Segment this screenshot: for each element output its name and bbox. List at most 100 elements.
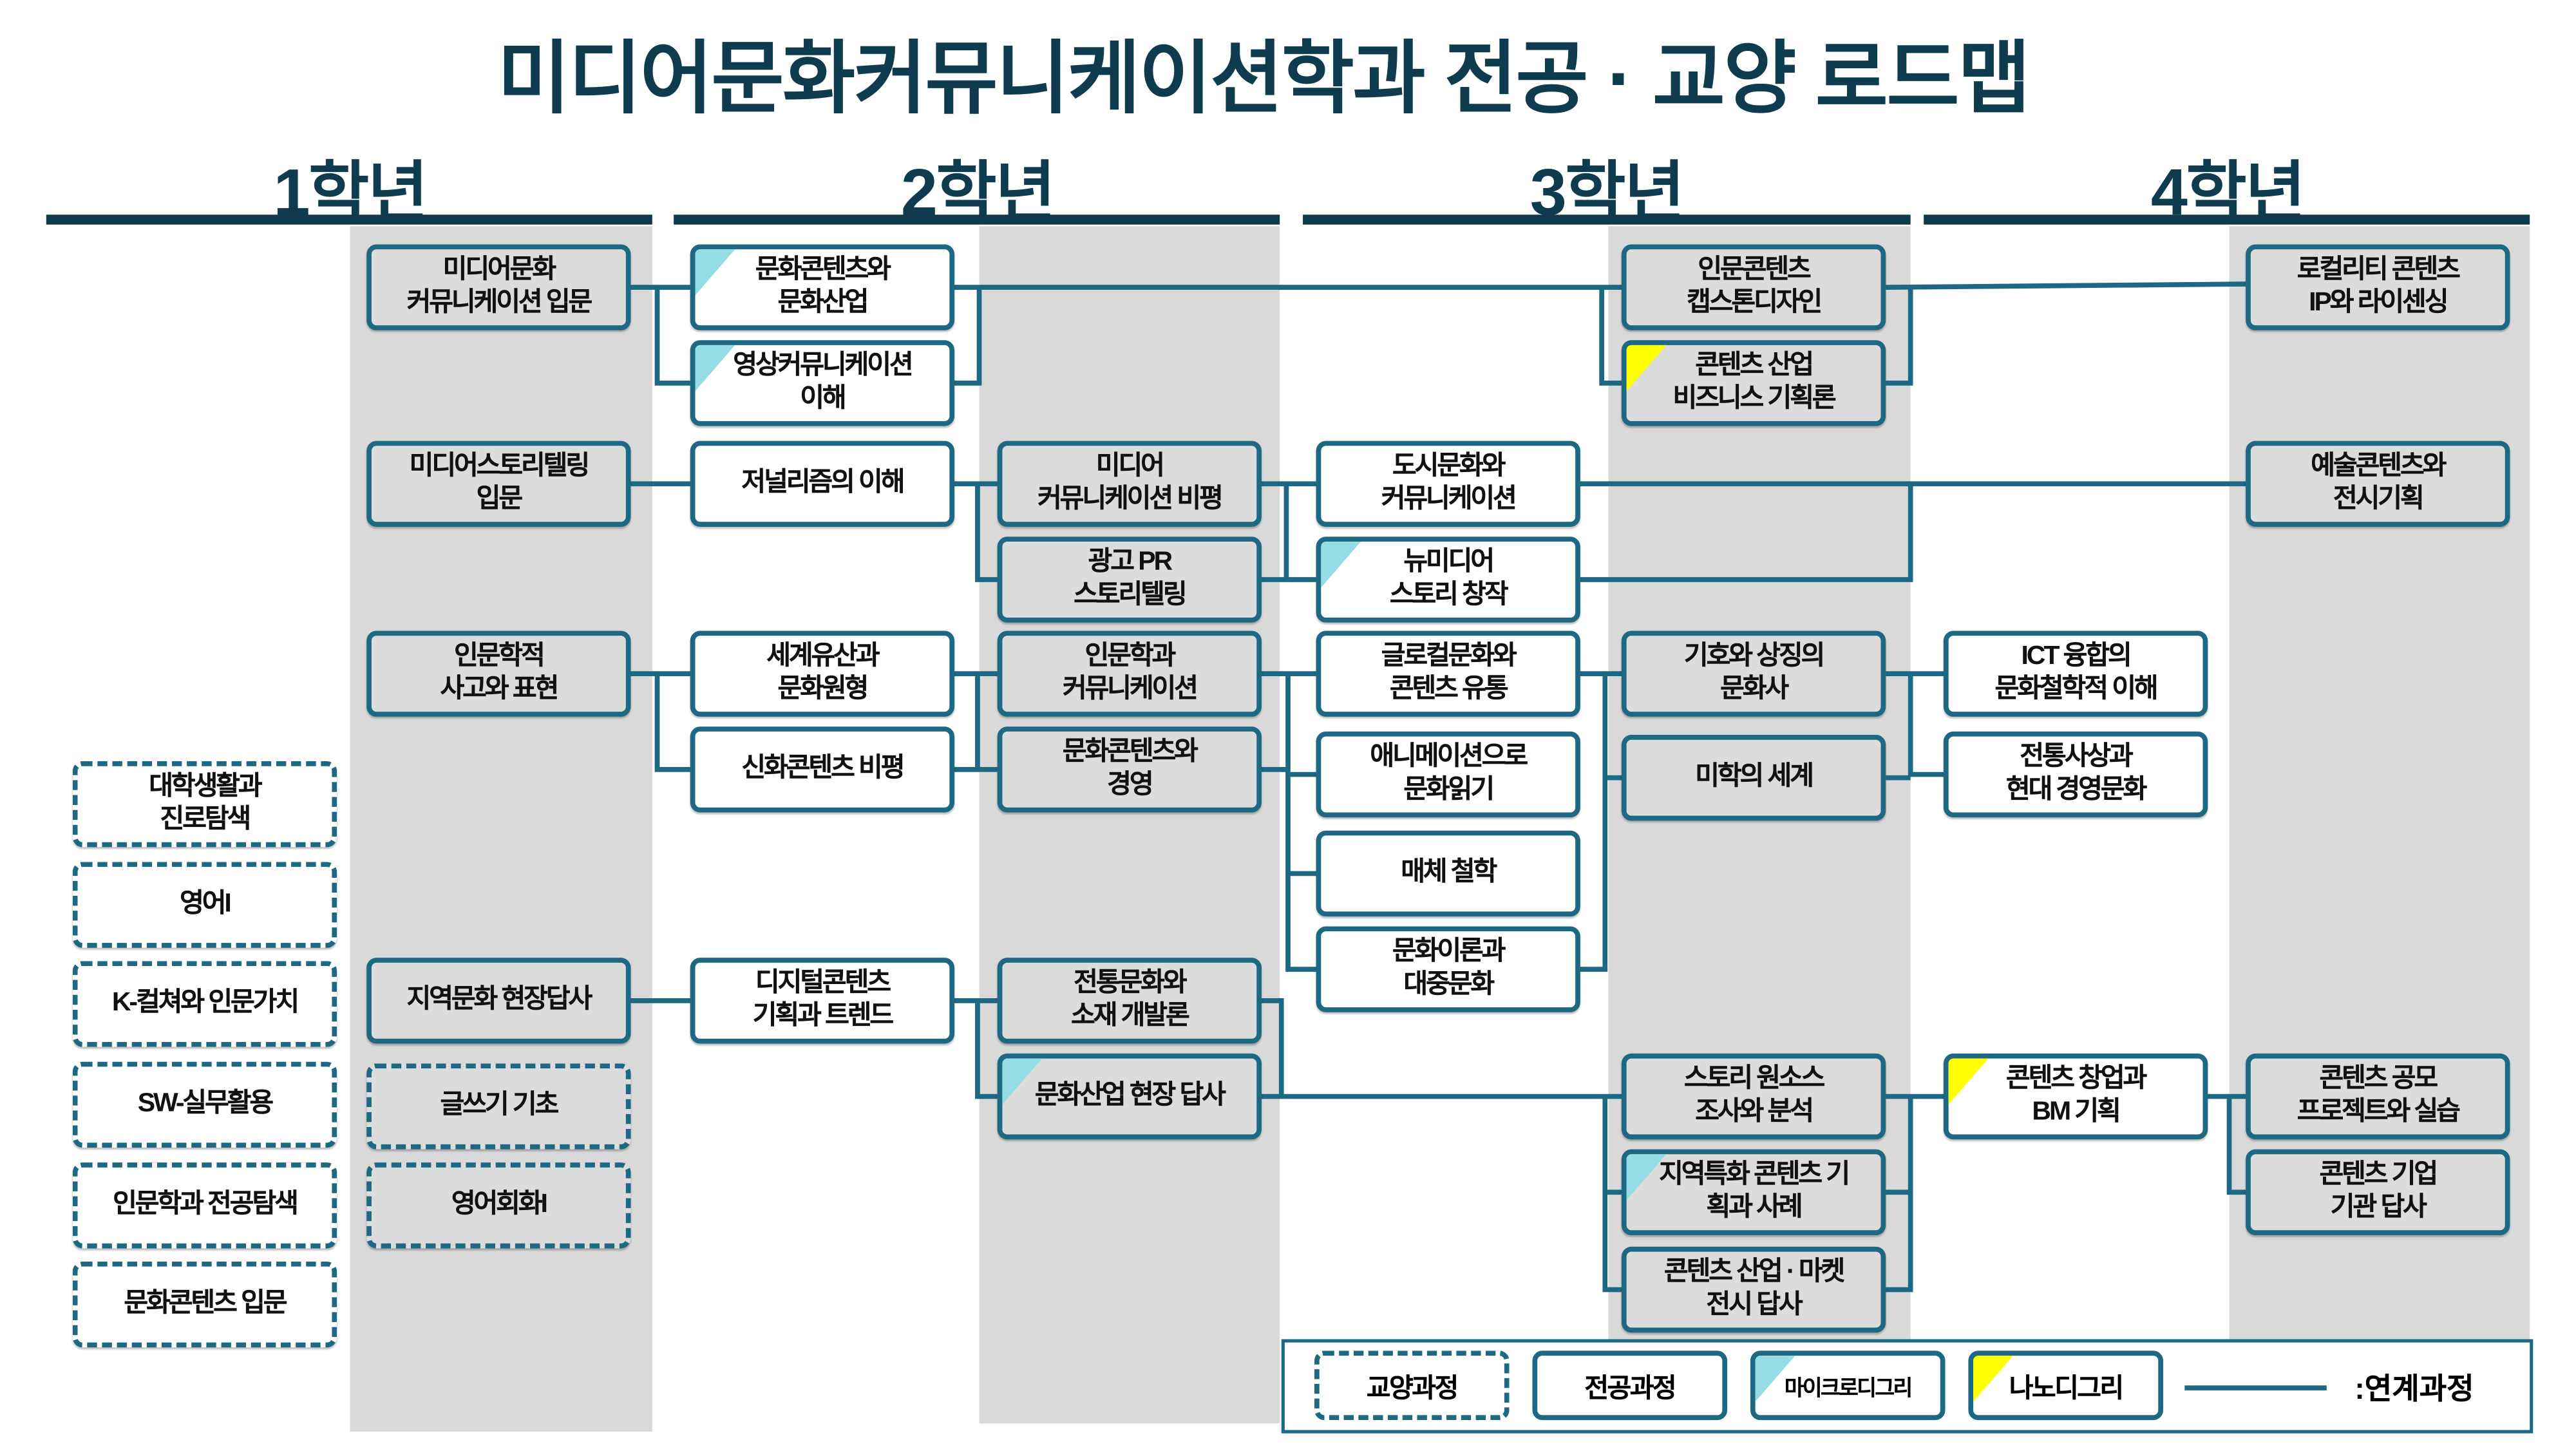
legend-linked-label: :연계과정 xyxy=(2354,1372,2474,1406)
major-course-box: 미학의 세계 xyxy=(1621,735,1886,821)
major-course-box: 미디어문화 커뮤니케이션 입문 xyxy=(366,244,631,330)
course-label: 영어I xyxy=(180,890,232,918)
course-label: 글로컬문화와 콘텐츠 유통 xyxy=(1381,642,1517,704)
course-label: 예술콘텐츠와 전시기획 xyxy=(2311,452,2447,514)
nano-degree-marker-icon xyxy=(1948,1058,1990,1106)
major-course-box: 지역특화 콘텐츠 기 획과 사례 xyxy=(1621,1149,1886,1235)
course-label: 저널리즘의 이해 xyxy=(741,469,905,497)
major-course-box: 저널리즘의 이해 xyxy=(690,440,955,527)
major-course-box: 문화산업 현장 답사 xyxy=(997,1053,1262,1140)
major-course-box: 예술콘텐츠와 전시기획 xyxy=(2246,440,2510,527)
course-label: 지역특화 콘텐츠 기 획과 사례 xyxy=(1659,1160,1850,1222)
course-label: 미디어스토리텔링 입문 xyxy=(409,452,590,514)
legend-link-line xyxy=(2184,1385,2327,1390)
year-1-divider xyxy=(46,214,652,225)
connector-line xyxy=(1886,1096,1913,1293)
course-label: 콘텐츠 산업 · 마켓 전시 답사 xyxy=(1663,1258,1845,1320)
general-course-box: 대학생활과 진로탐색 xyxy=(72,761,337,848)
course-label: 도시문화와 커뮤니케이션 xyxy=(1381,452,1517,514)
course-label: 콘텐츠 기업 기관 답사 xyxy=(2319,1160,2438,1222)
course-label: 콘텐츠 공모 프로젝트와 실습 xyxy=(2297,1065,2461,1126)
major-course-box: 인문콘텐츠 캡스톤디자인 xyxy=(1621,244,1886,330)
connector-line xyxy=(1580,484,1913,582)
major-course-box: 콘텐츠 공모 프로젝트와 실습 xyxy=(2246,1053,2510,1140)
general-course-box: K-컬쳐와 인문가치 xyxy=(72,961,337,1047)
connector-line xyxy=(1886,287,1913,386)
micro-degree-marker-icon xyxy=(1321,542,1363,590)
major-course-box: 전통문화와 소재 개발론 xyxy=(997,958,1262,1044)
major-course-box: ICT 융합의 문화철학적 이해 xyxy=(1943,630,2208,717)
course-label: 디지털콘텐츠 기획과 트렌드 xyxy=(752,969,894,1030)
connector-line xyxy=(1580,674,1608,972)
course-label: 세계유산과 문화원형 xyxy=(766,642,880,704)
nano-degree-marker-icon xyxy=(1626,345,1668,393)
major-course-box: 도시문화와 커뮤니케이션 xyxy=(1316,440,1580,527)
course-label: 영어회화I xyxy=(451,1190,548,1219)
major-course-box: 인문학적 사고와 표현 xyxy=(366,630,631,717)
major-course-box: 글로컬문화와 콘텐츠 유통 xyxy=(1316,630,1580,717)
legend-general-label: 교양과정 xyxy=(1366,1375,1459,1404)
major-course-box: 세계유산과 문화원형 xyxy=(690,630,955,717)
major-course-box: 영상커뮤니케이션 이해 xyxy=(690,340,955,426)
major-course-box: 뉴미디어 스토리 창작 xyxy=(1316,536,1580,623)
course-label: 미학의 세계 xyxy=(1695,762,1814,791)
micro-degree-marker-icon xyxy=(695,345,737,393)
course-label: 문화산업 현장 답사 xyxy=(1034,1081,1226,1110)
connector-line xyxy=(954,287,982,386)
course-label: 인문학적 사고와 표현 xyxy=(440,642,559,704)
course-label: 스토리 원소스 조사와 분석 xyxy=(1683,1065,1825,1126)
major-course-box: 콘텐츠 창업과 BM 기획 xyxy=(1943,1053,2208,1140)
major-course-box: 콘텐츠 기업 기관 답사 xyxy=(2246,1149,2510,1235)
connector-line xyxy=(1886,281,2246,290)
major-course-box: 디지털콘텐츠 기획과 트렌드 xyxy=(690,958,955,1044)
major-course-box: 광고 PR 스토리텔링 xyxy=(997,536,1262,623)
course-label: K-컬쳐와 인문가치 xyxy=(111,989,299,1018)
major-course-box: 콘텐츠 산업 · 마켓 전시 답사 xyxy=(1621,1246,1886,1333)
course-label: 문화콘텐츠 입문 xyxy=(124,1289,287,1318)
connector-line xyxy=(1261,998,1284,1097)
major-course-box: 인문학과 커뮤니케이션 xyxy=(997,630,1262,717)
major-course-box: 로컬리티 콘텐츠 IP와 라이센싱 xyxy=(2246,244,2510,330)
major-course-box: 미디어스토리텔링 입문 xyxy=(366,440,631,527)
course-label: 지역문화 현장답사 xyxy=(406,985,593,1014)
course-label: ICT 융합의 문화철학적 이해 xyxy=(1994,642,2159,704)
connector-line xyxy=(1908,674,1944,777)
course-label: 광고 PR 스토리텔링 xyxy=(1074,548,1187,610)
course-label: 대학생활과 진로탐색 xyxy=(149,772,262,834)
major-course-box: 미디어 커뮤니케이션 비평 xyxy=(997,440,1262,527)
course-label: 콘텐츠 창업과 BM 기획 xyxy=(2005,1065,2147,1126)
course-label: 콘텐츠 산업 비즈니스 기획론 xyxy=(1672,352,1837,413)
legend-micro-label: 마이크로디그리 xyxy=(1784,1374,1913,1400)
major-course-box: 스토리 원소스 조사와 분석 xyxy=(1621,1053,1886,1140)
major-course-box: 문화이론과 대중문화 xyxy=(1316,926,1580,1012)
legend-nano: 나노디그리 xyxy=(1968,1350,2163,1421)
major-course-box: 신화콘텐츠 비평 xyxy=(690,726,955,813)
course-label: 전통사상과 현대 경영문화 xyxy=(2005,743,2147,804)
course-label: 인문학과 커뮤니케이션 xyxy=(1062,642,1198,704)
course-label: 로컬리티 콘텐츠 IP와 라이센싱 xyxy=(2297,256,2461,317)
general-course-box: 영어회화I xyxy=(366,1162,631,1249)
major-course-box: 문화콘텐츠와 문화산업 xyxy=(690,244,955,330)
major-course-box: 문화콘텐츠와 경영 xyxy=(997,726,1262,813)
legend-major: 전공과정 xyxy=(1532,1350,1728,1421)
legend-major-label: 전공과정 xyxy=(1584,1375,1676,1404)
year2-column-bg xyxy=(979,226,1280,1424)
connector-line xyxy=(1285,674,1316,972)
connector-line xyxy=(654,674,690,772)
year-2-divider xyxy=(674,214,1280,225)
nano-degree-marker-icon xyxy=(1973,1356,2015,1404)
course-label: 인문학과 전공탐색 xyxy=(113,1190,299,1219)
connector-line xyxy=(975,1000,998,1099)
course-label: 매체 철학 xyxy=(1401,858,1497,887)
course-label: 영상커뮤니케이션 이해 xyxy=(733,352,913,413)
connector-line xyxy=(1602,1096,1622,1293)
year-3-divider xyxy=(1303,214,1911,225)
course-label: 문화콘텐츠와 문화산업 xyxy=(755,256,891,317)
legend-micro: 마이크로디그리 xyxy=(1750,1350,1946,1421)
major-course-box: 매체 철학 xyxy=(1316,830,1580,917)
connector-line xyxy=(975,484,998,582)
connector-line xyxy=(1599,287,1622,386)
course-label: 인문콘텐츠 캡스톤디자인 xyxy=(1687,256,1823,317)
course-label: 애니메이션으로 문화읽기 xyxy=(1370,743,1528,804)
